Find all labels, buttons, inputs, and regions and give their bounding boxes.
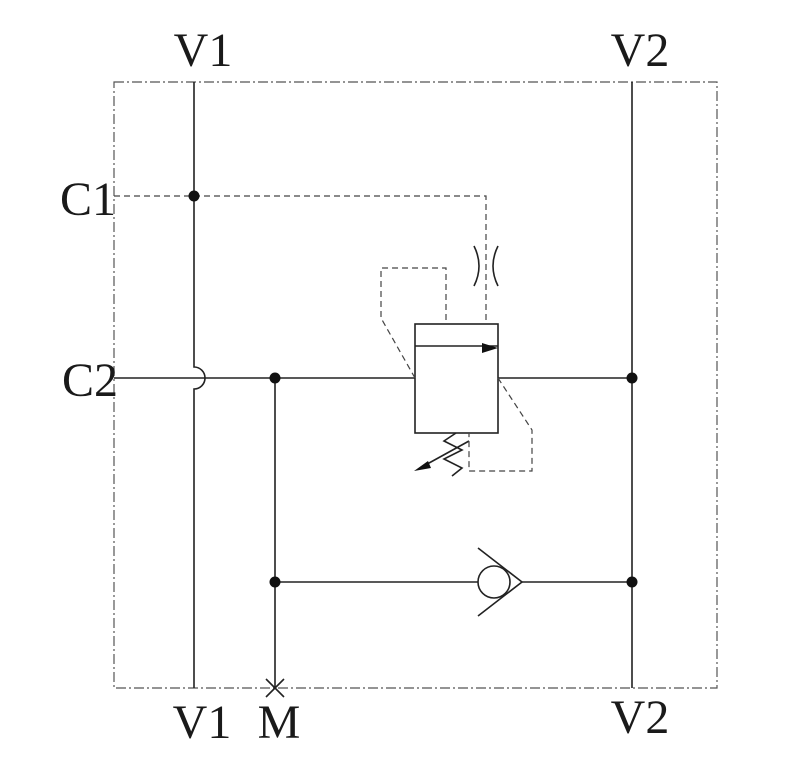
port-label-m: M: [258, 696, 301, 749]
junction-node: [626, 372, 638, 384]
valve-block-outline: [113, 81, 718, 689]
v1-line: [193, 82, 206, 688]
junction-node: [269, 576, 281, 588]
junction-node: [269, 372, 281, 384]
port-label-v1-top: V1: [174, 24, 233, 77]
m-port-plug: [265, 678, 285, 698]
orifice-symbol: [473, 245, 499, 287]
c1-pilot-line: [114, 195, 487, 324]
port-label-v2-bottom: V2: [611, 691, 670, 744]
junction-node: [188, 190, 200, 202]
port-label-v1-bottom: V1: [173, 696, 232, 749]
internal-pilot-line: [380, 267, 447, 379]
relief-valve: [414, 323, 499, 477]
port-label-c1: C1: [60, 173, 116, 226]
drain-line: [468, 377, 533, 472]
port-label-v2-top: V2: [611, 24, 670, 77]
junction-node: [626, 576, 638, 588]
check-valve: [477, 547, 524, 617]
port-label-c2: C2: [62, 354, 118, 407]
